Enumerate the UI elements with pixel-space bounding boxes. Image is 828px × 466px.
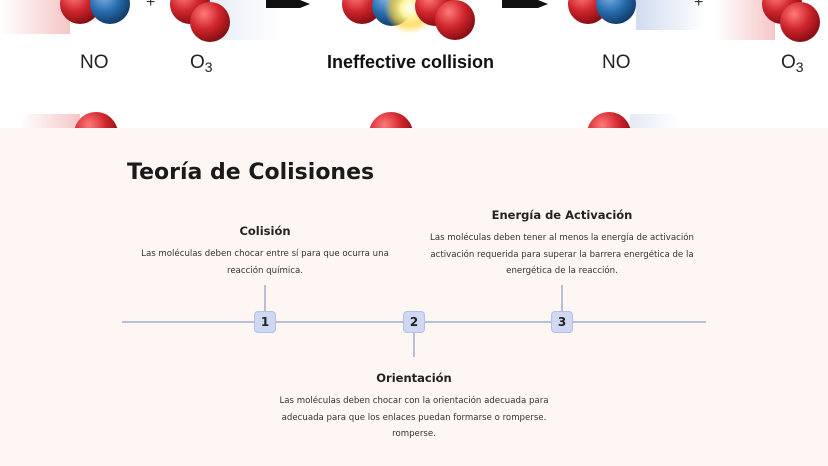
- plus-sign: +: [694, 0, 704, 11]
- description-line: reacción química.: [227, 265, 303, 276]
- plus-sign: +: [146, 0, 156, 11]
- reaction-arrow-icon: [266, 0, 310, 8]
- step-marker-3: 3: [551, 311, 573, 333]
- step-description-colision: Las moléculas deben chocar entre sí para…: [135, 246, 395, 279]
- molecule-label-o3: O3: [781, 52, 804, 75]
- motion-blur: [20, 114, 80, 128]
- oxygen-atom: [190, 2, 230, 42]
- oxygen-atom: [369, 112, 413, 128]
- motion-blur: [0, 0, 70, 34]
- slide-title: Teoría de Colisiones: [127, 160, 375, 185]
- molecule-label-o3: O3: [190, 52, 213, 75]
- timeline-connector: [413, 333, 415, 357]
- timeline-connector: [561, 285, 563, 311]
- oxygen-atom: [435, 0, 475, 40]
- collision-caption: Ineffective collision: [327, 52, 495, 72]
- o3-letter: O: [190, 52, 205, 73]
- molecule-label-no: NO: [80, 52, 109, 73]
- collision-illustration: + + NO O3 Ineffective collision NO O3: [0, 0, 828, 128]
- step-title-energia: Energía de Activación: [491, 208, 633, 222]
- motion-blur: [636, 0, 706, 30]
- collision-theory-slide: Teoría de Colisiones Colisión Las molécu…: [0, 128, 828, 466]
- reaction-arrow-icon: [502, 0, 548, 8]
- oxygen-atom: [60, 0, 100, 24]
- description-line: Las moléculas deben chocar entre sí para…: [141, 249, 389, 259]
- timeline-connector: [264, 285, 266, 311]
- molecule-graphics: [0, 0, 820, 128]
- step-marker-2: 2: [403, 311, 425, 333]
- description-line: activación requerida para superar la bar…: [430, 249, 694, 260]
- o3-letter: O: [781, 52, 796, 73]
- nitrogen-atom: [596, 0, 636, 24]
- oxygen-atom: [587, 112, 631, 128]
- oxygen-atom: [342, 0, 382, 24]
- step-description-orientacion: Las moléculas deben chocar con la orient…: [274, 393, 554, 443]
- description-line: Las moléculas deben chocar con la orient…: [279, 396, 549, 406]
- description-line: Las moléculas deben tener al menos la en…: [430, 233, 694, 243]
- step-marker-1: 1: [254, 311, 276, 333]
- nitrogen-atom: [90, 0, 130, 24]
- step-description-energia: Las moléculas deben tener al menos la en…: [422, 230, 702, 280]
- description-line: adecuada para que los enlaces puedan for…: [281, 412, 547, 423]
- motion-blur: [630, 114, 680, 128]
- step-title-colision: Colisión: [239, 224, 291, 238]
- step-title-orientacion: Orientación: [376, 371, 452, 385]
- molecule-label-no: NO: [602, 52, 631, 73]
- description-line: energética de la reacción.: [506, 266, 618, 276]
- o3-subscript: 3: [795, 59, 804, 75]
- o3-subscript: 3: [204, 59, 213, 75]
- description-line: romperse.: [392, 429, 436, 439]
- oxygen-atom: [780, 2, 820, 42]
- oxygen-atom: [74, 112, 118, 128]
